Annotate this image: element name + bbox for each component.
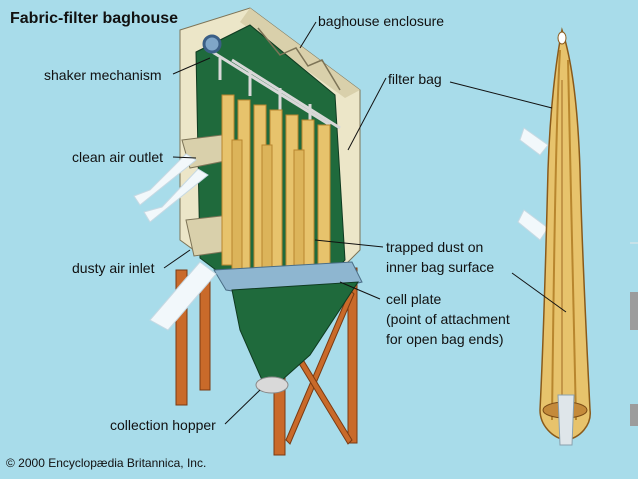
label-dusty-air-inlet: dusty air inlet bbox=[72, 260, 155, 276]
label-clean-air-outlet: clean air outlet bbox=[72, 149, 164, 165]
filter-bags bbox=[221, 94, 331, 286]
label-shaker-mechanism: shaker mechanism bbox=[44, 67, 162, 83]
label-collection-hopper: collection hopper bbox=[110, 417, 216, 433]
label-trapped-dust-line1: trapped dust on bbox=[386, 239, 484, 255]
label-cell-plate-line2: (point of attachment bbox=[386, 311, 510, 327]
diagram-title: Fabric-filter baghouse bbox=[10, 10, 179, 27]
leader-lines bbox=[163, 21, 567, 425]
shaker-mechanism bbox=[202, 34, 341, 130]
label-baghouse-enclosure: baghouse enclosure bbox=[318, 13, 445, 29]
label-filter-bag: filter bag bbox=[388, 71, 442, 87]
label-trapped-dust-line2: inner bag surface bbox=[386, 259, 495, 275]
filter-bag-detail bbox=[539, 27, 591, 446]
label-cell-plate-line1: cell plate bbox=[386, 291, 442, 307]
collection-hopper bbox=[231, 281, 359, 381]
air-flow-arrows bbox=[133, 127, 549, 331]
label-cell-plate-line3: for open bag ends) bbox=[386, 331, 504, 347]
copyright-credit: © 2000 Encyclopædia Britannica, Inc. bbox=[6, 456, 207, 470]
